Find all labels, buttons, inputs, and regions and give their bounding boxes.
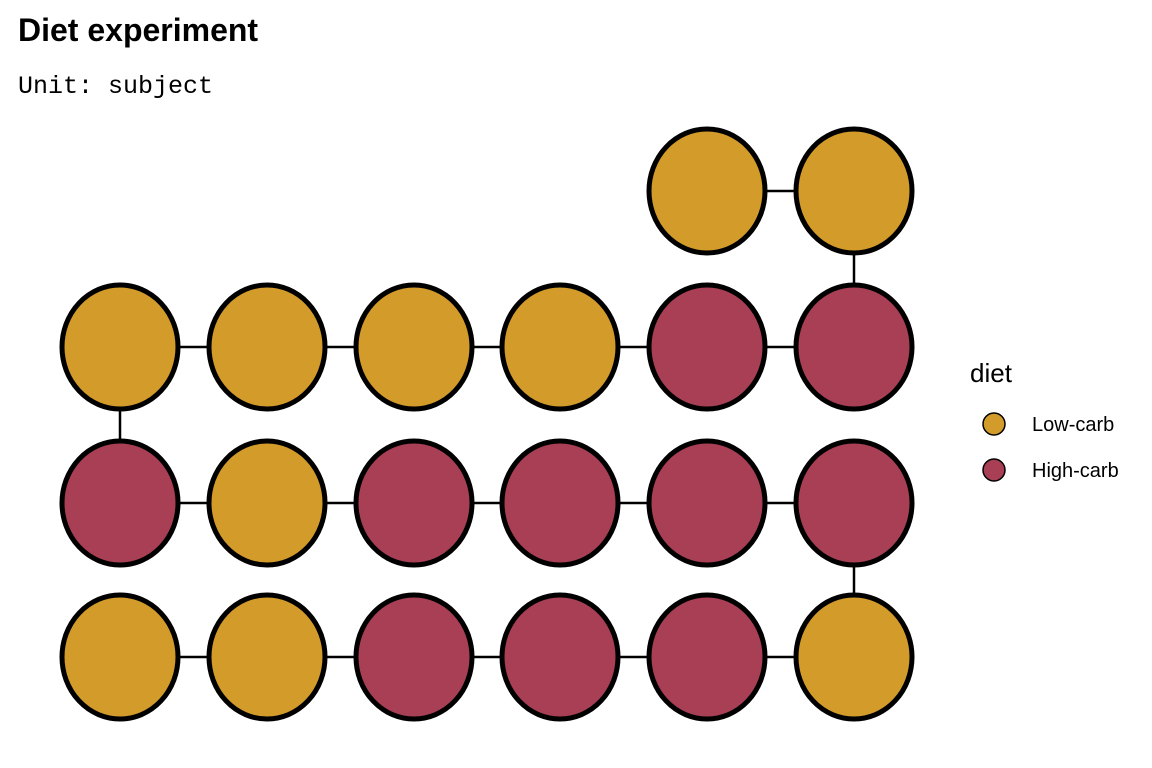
subject-node-high [59,438,181,568]
subject-node-low [499,282,621,412]
subject-node-low [59,282,181,412]
subject-node-high [499,438,621,568]
subject-node-high [646,438,768,568]
chart-title: Diet experiment [18,12,259,48]
chart-subtitle: Unit: subject [18,72,214,101]
subject-node-low [206,592,328,722]
subject-node-low [793,126,915,256]
subject-node-low [793,592,915,722]
subject-node-high [353,438,475,568]
legend-swatch-high [982,458,1006,482]
legend-swatch-low [982,412,1006,436]
subject-node-high [353,592,475,722]
subject-node-low [353,282,475,412]
node-layer [59,126,915,722]
subject-node-high [499,592,621,722]
subject-node-low [646,126,768,256]
legend-item-high: High-carb [982,458,1119,482]
subject-node-high [793,282,915,412]
subject-node-high [646,282,768,412]
legend-label-low: Low-carb [1032,414,1114,436]
legend-title: diet [970,358,1013,388]
connector-layer [118,189,856,659]
subject-node-high [646,592,768,722]
subject-node-low [206,282,328,412]
legend-item-low: Low-carb [982,412,1114,436]
subject-node-low [59,592,181,722]
subject-node-low [206,438,328,568]
subject-node-high [793,438,915,568]
legend-label-high: High-carb [1032,460,1119,482]
